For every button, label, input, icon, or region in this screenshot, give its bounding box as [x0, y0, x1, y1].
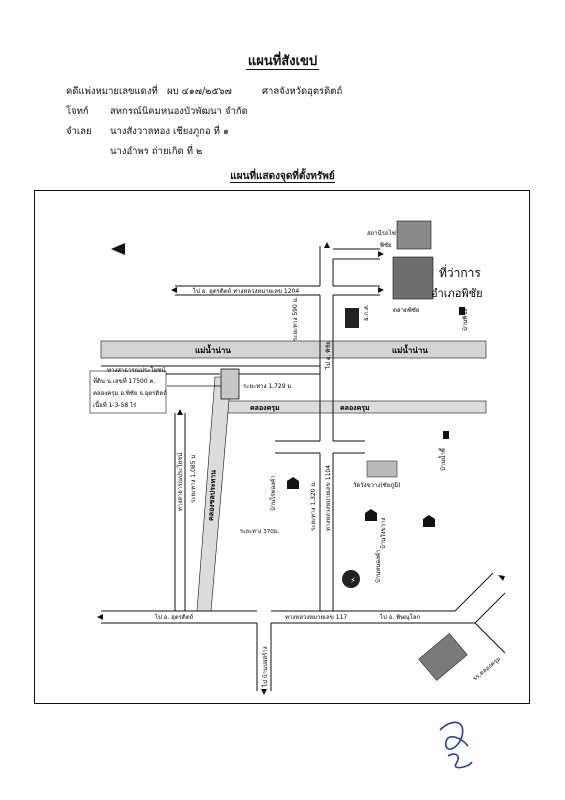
nan-river [100, 340, 487, 359]
case-label: คดีแพ่งหมายเลขแดงที่ [66, 86, 158, 97]
station-photo [396, 220, 432, 250]
river-label-left: แม่น้ำน่าน [195, 344, 231, 355]
property-plot [220, 368, 240, 400]
north-arrow-icon [111, 243, 125, 255]
signature [439, 721, 473, 769]
defendant-2: นางอำพร ถ่ายเกิด ที่ ๒ [110, 146, 203, 157]
district-office-label-1: ที่ว่าการ [439, 264, 481, 280]
market-label: ตลาดพิชัย [393, 307, 419, 314]
school-photo [418, 633, 468, 681]
court-name: ศาลจังหวัดอุตรดิตถ์ [262, 86, 343, 97]
district-office-photo [392, 256, 434, 300]
distance-1729: ระยะทาง 1,729 ม [243, 383, 291, 390]
case-number: ผบ ๔๑๗/๒๕๖๗ [167, 86, 232, 97]
baac-icon [345, 308, 359, 328]
ban-wang-khwang-marker [365, 509, 377, 521]
road-to-phitsanulok-label: ไป อ. พิษณุโลก [379, 613, 421, 621]
road-to-phichai-label: ไป อ. พิชัย [324, 341, 332, 370]
baac-label: ธ.ก.ส. [363, 304, 370, 321]
river-label-right: แม่น้ำน่าน [392, 344, 428, 355]
irrigation-canal-label: คลองชลประทาน [207, 470, 218, 521]
distance-590: ระยะทาง 590 ม. [292, 296, 299, 341]
road-to-ban-bo-sang-label: ไป บ้านบ่อสร้าง [261, 646, 269, 688]
ban-rai-thong-marker [287, 477, 299, 489]
defendant-label: จำเลย [66, 126, 92, 137]
map-canvas: แม่น้ำน่าน แม่น้ำน่าน คลองครุม คลองครุม … [89, 220, 506, 695]
public-road-label: ทางสาธารณประโยชน์ [107, 366, 165, 374]
location-map: แม่น้ำน่าน แม่น้ำน่าน คลองครุม คลองครุม … [34, 190, 530, 704]
road-to-uttaradit-label: ไป อ. อุตรดิตถ์ [154, 613, 194, 621]
ban-nong-kham-label: บ้านหนองคำ [375, 550, 382, 583]
ban-wang-khwang-label: บ้านวังขวาง [380, 518, 387, 549]
ban-phichai-label: บ้านพิชัย [462, 308, 469, 331]
property-line-1: ที่ดิน น.เลขที่ 17500 ต. [93, 377, 155, 385]
ptt-station-icon [342, 570, 360, 588]
defendant-1: นางสังวาลทอง เชียงภูกอ ที่ ๑ [110, 126, 229, 137]
property-line-2: คลองครุม อ.พิชัย จ.อุตรดิตถ์ [93, 389, 167, 397]
road-1204-label: ไป อ. อุตรดิตถ์ ทางหลวงหมายเลข 1204 [192, 287, 299, 295]
map-subtitle: แผนที่แสดงจุดที่ตั้งทรัพย์ [230, 171, 335, 183]
distance-1085: ระยะทาง 1,085 ม [190, 455, 197, 503]
ban-rai-thong-label: บ้านไร่ทองคำ [269, 476, 277, 511]
ptt-logo-glyph: ⚡ [350, 576, 356, 585]
page-title: แผนที่สังเขป [245, 54, 320, 70]
ban-phichai-marker [459, 307, 465, 315]
property-callout [89, 370, 167, 414]
school-label: รร.คลองครุม [472, 655, 502, 682]
temple-icon [366, 460, 398, 478]
road-117-label: ทางหลวงหมายเลข 117 [285, 614, 347, 621]
station-label: สถานีรถไฟ [367, 229, 396, 237]
left-road-label: ทางสาธารณประโยชน์ [176, 453, 184, 511]
ban-nam-phi-label: บ้านน้ำพี้ [437, 447, 447, 471]
property-line-3: เนื้อที่ 1-3-58 ไร่ [93, 399, 137, 409]
direction-arrows [97, 242, 505, 695]
plaintiff-name: สหกรณ์นิคมหนองบัวพัฒนา จำกัด [110, 106, 248, 117]
road-1104-label: ทางหลวงหมายเลข 1104 [325, 465, 332, 531]
distance-370: ระยะทาง 370ม. [240, 529, 279, 535]
temple-label: วัดวังขวาง(ชัยภูมิ) [353, 482, 401, 489]
ban-kham-khong-marker [443, 431, 449, 439]
distance-1320: ระยะทาง 1,320 ม. [310, 481, 317, 531]
canal-label-right: คลองครุม [340, 404, 370, 412]
district-office-label-2: อำเภอพิชัย [431, 287, 483, 300]
ban-nam-phi-marker [423, 515, 435, 527]
plaintiff-label: โจทก์ [66, 106, 89, 117]
station-sublabel: พิชัย [380, 242, 392, 249]
canal-label-left: คลองครุม [250, 404, 280, 412]
